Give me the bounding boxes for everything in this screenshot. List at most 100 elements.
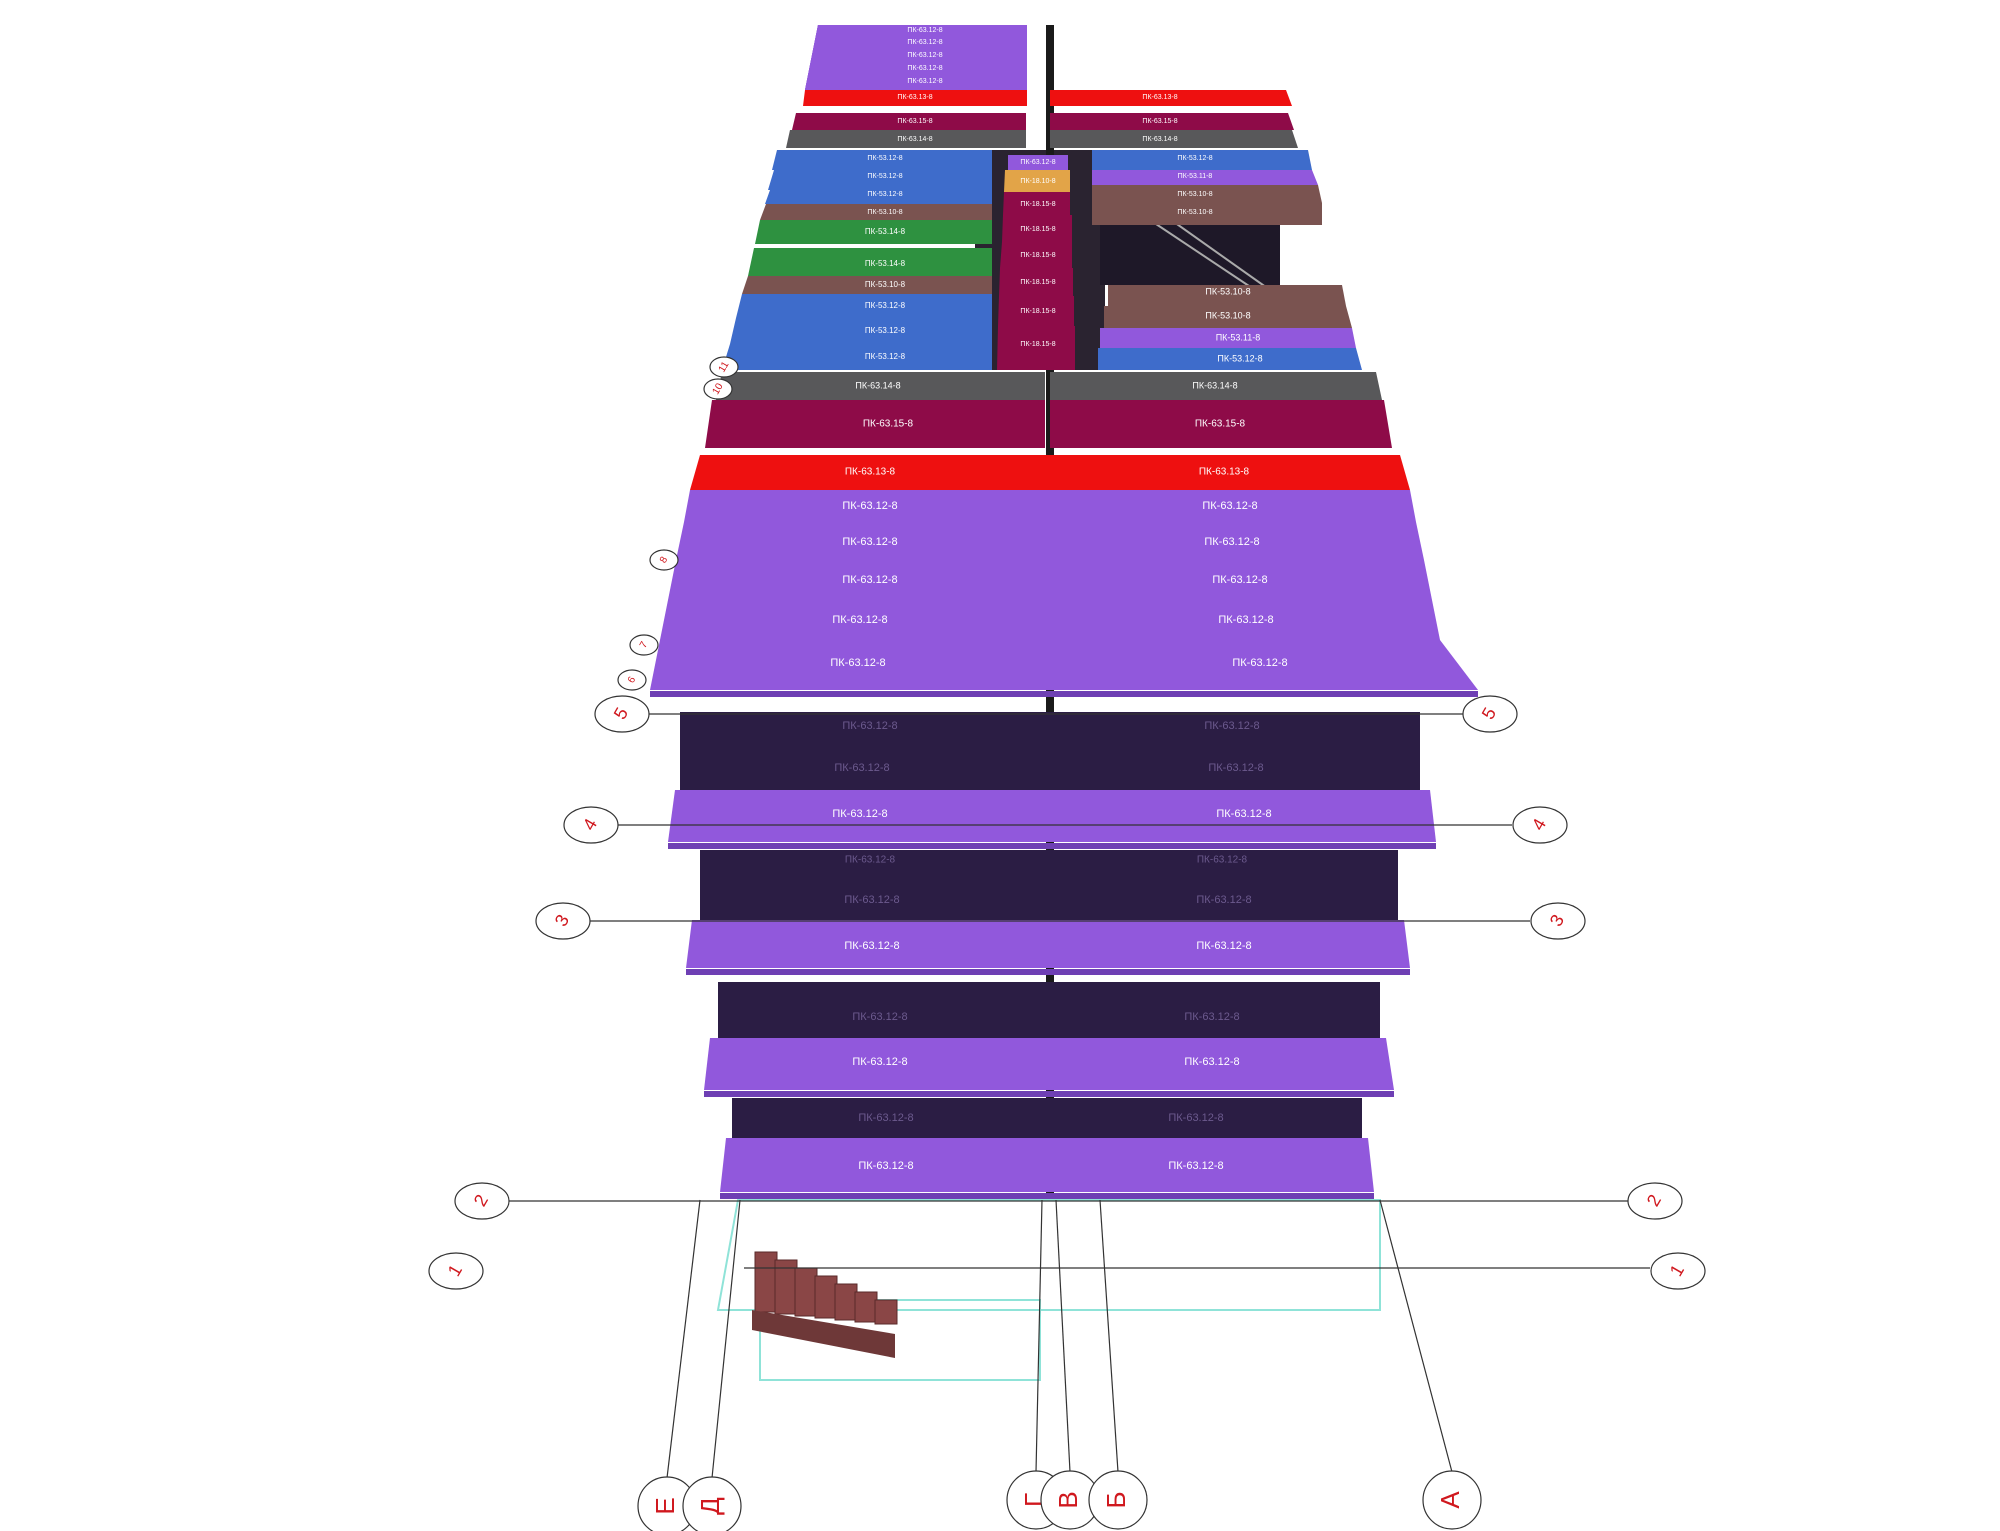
slab-label: ПК-53.12-8 [1177,155,1212,162]
slab-panel [1004,170,1070,192]
slab-label: ПК-63.12-8 [1204,720,1259,732]
slab-panel [1050,113,1294,130]
slab-panel [668,560,1050,600]
axis-bubble [563,806,619,844]
slab-label: ПК-63.15-8 [1195,419,1246,430]
slab-label: ПК-63.12-8 [1168,1112,1223,1124]
axis-bubble [649,549,679,571]
axis-number: 8 [658,555,671,566]
axis-bubble [709,356,739,378]
slab-panel [1108,285,1346,306]
slab-panel [690,455,1050,490]
slab-panel [732,1098,1050,1138]
axis-letter: Д [695,1497,725,1515]
slab-label: ПК-53.14-8 [865,227,906,236]
axis-number: 7 [638,640,651,651]
slab-panel [1050,982,1380,1038]
slab-panel [1050,372,1382,400]
slab-label: ПК-18.15-8 [1020,226,1055,233]
slab-panel [650,640,1050,690]
slab-label: ПК-53.10-8 [1177,209,1212,216]
slab-label: ПК-18.10-8 [1020,178,1055,185]
slab-panel [1050,490,1416,522]
slab-label: ПК-63.12-8 [907,52,942,59]
slab-label: ПК-63.12-8 [1212,574,1267,586]
axis-line [1099,1199,1119,1473]
slab-panel [765,190,992,204]
slab-label: ПК-63.12-8 [1232,657,1287,669]
slab-panel [1050,1038,1394,1090]
slab-label: ПК-63.15-8 [897,118,932,125]
slab-panel [803,90,1027,106]
axis-bubble [1627,1182,1683,1220]
slab-label: ПК-53.12-8 [865,301,906,310]
slab-panel [680,712,1050,790]
slab-label: ПК-53.11-8 [1178,173,1213,180]
slab-label: ПК-53.12-8 [867,173,902,180]
slab-panel [1098,348,1362,370]
slab-label: ПК-63.12-8 [907,27,942,34]
axis-bubble [1650,1252,1706,1290]
axis-line [1035,1199,1043,1473]
slab-label: ПК-63.12-8 [842,574,897,586]
slab-label: ПК-53.12-8 [867,191,902,198]
slab-label: ПК-63.12-8 [907,65,942,72]
axis-letter: Е [650,1497,680,1514]
slab-panel [676,522,1050,560]
slab-label: ПК-63.13-8 [1199,467,1250,478]
slab-label: ПК-63.14-8 [1192,380,1237,390]
axis-letter: А [1435,1491,1465,1509]
slab-label: ПК-53.12-8 [1217,353,1262,363]
slab-label: ПК-53.10-8 [1205,310,1250,320]
axis-bubble [1530,902,1586,940]
slab-panel [1008,155,1068,170]
glass-base [716,1199,1381,1311]
slab-panel [1092,203,1322,225]
slab-label: ПК-63.12-8 [842,500,897,512]
slab-label: ПК-53.12-8 [867,155,902,162]
slab-panel [997,326,1075,370]
slab-panel [1050,455,1410,490]
slab-panel [722,344,992,370]
axis-line [666,1199,701,1479]
axis-bubble [617,669,647,691]
slab-label: ПК-63.12-8 [1202,500,1257,512]
slab-panel [684,490,1050,522]
slab-label: ПК-63.12-8 [834,762,889,774]
slab-panel [660,600,1050,640]
slab-label: ПК-53.11-8 [1216,332,1261,342]
slab-panel [1092,170,1318,185]
axis-bubble [535,902,591,940]
slab-panel [704,1038,1050,1090]
axis-bubble [682,1476,742,1531]
slab-panel [1104,306,1352,328]
slab-panel [1050,712,1420,790]
axis-letter: Б [1101,1491,1131,1508]
slab-label: ПК-63.15-8 [863,419,914,430]
axis-line [711,1199,741,1479]
slab-panel [1050,1098,1362,1138]
slab-panel [1000,242,1072,268]
slab-panel [998,296,1074,326]
axis-number: 10 [711,381,726,397]
slab-panel [1100,328,1356,348]
slab-panel [736,294,992,318]
axis-bubble [629,634,659,656]
slab-label: ПК-53.10-8 [1177,191,1212,198]
axis-letter: В [1053,1491,1083,1508]
slab-label: ПК-63.12-8 [852,1056,907,1068]
slab-label: ПК-63.12-8 [1184,1056,1239,1068]
slab-label: ПК-53.12-8 [865,326,906,335]
slab-label: ПК-63.12-8 [844,940,899,952]
slab-label: ПК-63.13-8 [845,467,896,478]
stair-step [754,1251,778,1313]
axis-bubble [1088,1470,1148,1530]
slab-panel [718,982,1050,1038]
slab-label: ПК-53.14-8 [865,259,906,268]
axis-bubble [1512,806,1568,844]
axis-line [1379,1199,1453,1473]
axis-bubble [703,378,733,400]
slab-label: ПК-63.12-8 [842,720,897,732]
slab-panel [730,318,992,344]
